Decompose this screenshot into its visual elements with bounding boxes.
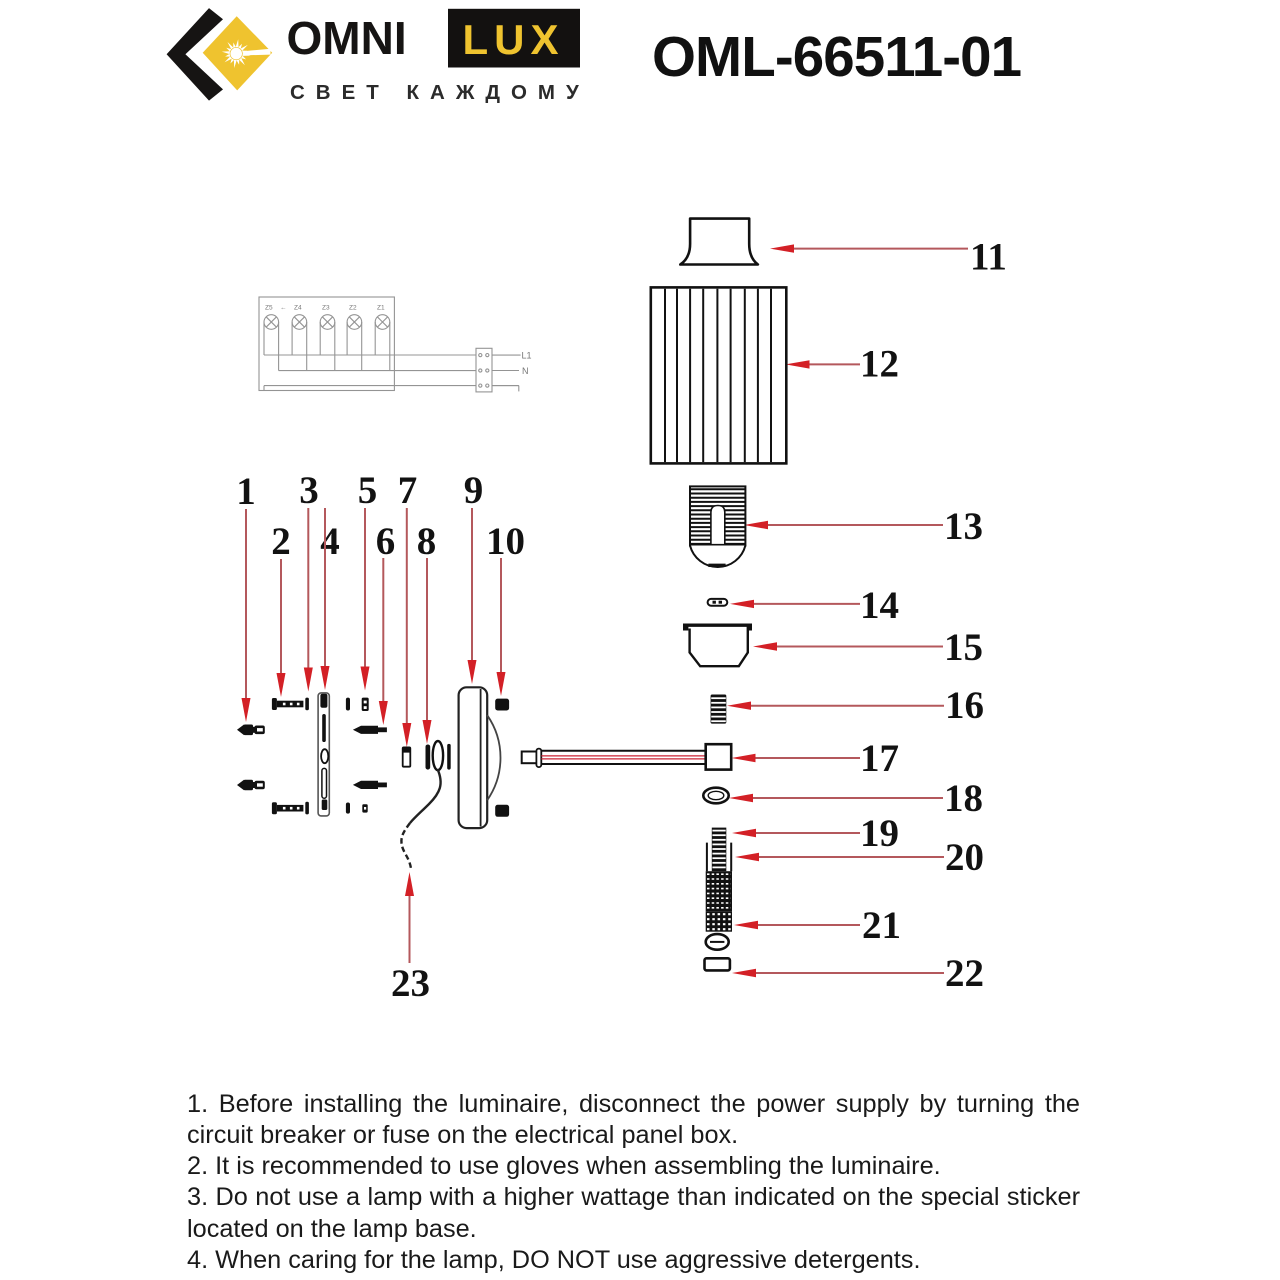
svg-text:Z2: Z2 [349,305,357,312]
svg-text:20: 20 [945,836,984,879]
svg-text:LUX: LUX [463,16,565,63]
svg-text:2: 2 [271,520,291,563]
svg-text:7: 7 [398,469,418,512]
svg-text:3: 3 [299,469,319,512]
svg-text:18: 18 [944,777,983,820]
svg-text:Z5: Z5 [265,305,273,312]
svg-text:OML-66511-01: OML-66511-01 [652,25,1021,88]
svg-text:14: 14 [860,584,899,627]
svg-text:12: 12 [860,343,899,386]
svg-text:СВЕТ КАЖДОМУ: СВЕТ КАЖДОМУ [290,81,590,104]
svg-text:6: 6 [376,520,396,563]
svg-text:15: 15 [944,626,983,669]
svg-text:22: 22 [945,952,984,995]
svg-text:5: 5 [358,469,378,512]
svg-text:13: 13 [944,505,983,548]
svg-text:←: ← [280,305,287,312]
svg-text:19: 19 [860,812,899,855]
svg-text:17: 17 [860,737,899,780]
svg-text:OMNI: OMNI [287,12,407,64]
svg-text:4: 4 [320,520,340,563]
svg-text:1: 1 [236,470,256,513]
svg-text:23: 23 [391,962,430,1005]
svg-text:10: 10 [486,520,525,563]
svg-text:Z4: Z4 [294,305,302,312]
svg-text:L1: L1 [522,351,532,361]
svg-text:Z1: Z1 [377,305,385,312]
svg-text:Z3: Z3 [322,305,330,312]
svg-text:21: 21 [862,904,901,947]
svg-text:N: N [522,366,529,376]
svg-text:9: 9 [464,469,484,512]
svg-text:11: 11 [970,236,1007,279]
svg-text:8: 8 [417,520,437,563]
svg-text:16: 16 [945,684,984,727]
